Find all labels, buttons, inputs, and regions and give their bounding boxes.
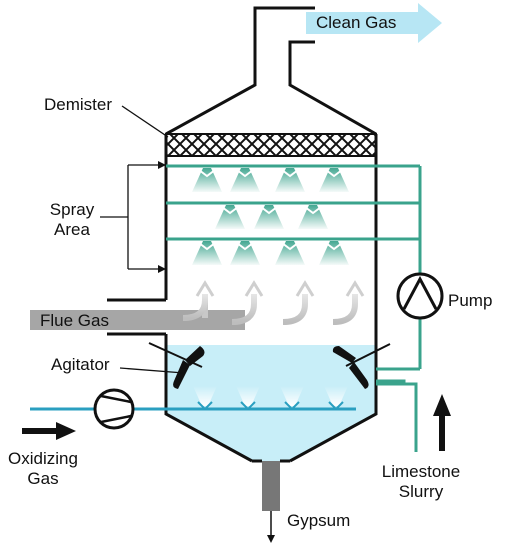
demister <box>165 133 377 157</box>
spray-area-bracket <box>100 164 160 270</box>
spray-nozzle <box>230 241 260 265</box>
tower-wall-right <box>289 134 378 463</box>
agitator-leader <box>119 367 185 374</box>
aeration-plume <box>324 386 348 406</box>
spray-nozzle <box>275 241 305 265</box>
spray-area-label: Spray Area <box>44 200 100 240</box>
limestone-slurry-label: Limestone Slurry <box>368 462 474 502</box>
oxidizing-gas-label: Oxidizing Gas <box>8 449 78 489</box>
spray-nozzle <box>254 205 284 229</box>
oxidizing-gas-arrow <box>22 422 76 440</box>
spray-cone <box>275 241 305 265</box>
spray-cone <box>319 168 349 192</box>
spray-cone <box>298 205 328 229</box>
spray-nozzle-tip <box>325 242 343 251</box>
spray-nozzle-tip <box>236 242 254 251</box>
gas-arrow <box>182 280 215 321</box>
aeration-tip <box>240 401 256 411</box>
limestone-slurry-arrow <box>433 394 451 451</box>
gypsum-label: Gypsum <box>287 511 351 530</box>
gas-arrow <box>332 280 365 325</box>
aeration-nozzle <box>324 386 348 411</box>
demister-label: Demister <box>44 95 113 114</box>
gas-arrow-stem <box>282 294 308 325</box>
gypsum-arrow-head <box>267 535 275 543</box>
slurry-liquid <box>166 345 376 461</box>
spray-nozzle-tip <box>325 169 343 178</box>
aeration-nozzle <box>280 386 304 411</box>
gas-arrow-head <box>195 280 215 297</box>
clean-gas-arrow <box>306 3 442 43</box>
spray-nozzle-tip <box>236 169 254 178</box>
spray-cone <box>192 241 222 265</box>
clean-gas-label: Clean Gas <box>316 13 397 32</box>
spray-nozzle <box>298 205 328 229</box>
demister-leader <box>121 105 169 138</box>
gas-arrow-stem <box>332 294 358 325</box>
gas-arrow-stem <box>182 294 208 321</box>
aeration-tip <box>284 401 300 411</box>
spray-cone <box>319 241 349 265</box>
spray-bracket-arrow-bottom <box>158 265 166 273</box>
gas-arrow-head <box>345 280 365 297</box>
flue-gas-label: Flue Gas <box>40 311 109 330</box>
gas-arrow <box>282 280 315 325</box>
aeration-nozzle <box>236 386 260 411</box>
spray-nozzle-tip <box>304 206 322 215</box>
agitator-right-icon <box>332 343 391 389</box>
gas-arrow-head <box>295 280 315 297</box>
oxidizing-gas-label-line2: Gas <box>27 469 59 488</box>
aeration-bubbles <box>193 386 348 411</box>
spray-nozzle-tip <box>221 206 239 215</box>
spray-cone <box>275 168 305 192</box>
aeration-tip <box>197 401 213 411</box>
tower-top-cone-right <box>288 40 377 136</box>
pump-label: Pump <box>448 291 493 310</box>
rising-gas-arrows <box>182 280 365 325</box>
gypsum-outlet <box>262 461 280 511</box>
blower-icon <box>93 388 135 430</box>
spray-nozzle-tip <box>198 242 216 251</box>
oxidizing-gas-label-line1: Oxidizing <box>8 449 78 468</box>
spray-area-label-line2: Area <box>54 220 90 239</box>
aeration-plume <box>280 386 304 406</box>
aeration-nozzle <box>193 386 217 411</box>
tower-wall-left-lower <box>164 334 253 463</box>
spray-nozzle <box>230 168 260 192</box>
spray-bracket-arrow-top <box>158 161 166 169</box>
slurry-piping <box>166 164 422 452</box>
pump-icon <box>396 272 444 320</box>
limestone-slurry-label-line2: Slurry <box>398 482 444 501</box>
spray-nozzle <box>192 241 222 265</box>
gas-arrow <box>231 280 264 325</box>
gas-arrow-head <box>244 280 264 297</box>
spray-cone <box>192 168 222 192</box>
spray-nozzles <box>192 168 349 265</box>
spray-nozzle <box>215 205 245 229</box>
spray-nozzle-tip <box>198 169 216 178</box>
spray-area-label-line1: Spray <box>49 200 95 219</box>
spray-cone <box>215 205 245 229</box>
aeration-plume <box>236 386 260 406</box>
spray-nozzle <box>192 168 222 192</box>
spray-cone <box>254 205 284 229</box>
spray-cone <box>230 168 260 192</box>
agitator-label: Agitator <box>51 355 110 374</box>
spray-nozzle-tip <box>281 242 299 251</box>
limestone-slurry-label-line1: Limestone <box>381 462 461 481</box>
tower-top-cone-left <box>165 6 315 136</box>
agitator-left-icon <box>148 342 205 389</box>
spray-cone <box>230 241 260 265</box>
aeration-plume <box>193 386 217 406</box>
spray-nozzle <box>319 241 349 265</box>
spray-nozzle <box>275 168 305 192</box>
spray-nozzle <box>319 168 349 192</box>
gas-arrow-stem <box>231 294 257 325</box>
spray-nozzle-tip <box>281 169 299 178</box>
spray-nozzle-tip <box>260 206 278 215</box>
aeration-tip <box>328 401 344 411</box>
